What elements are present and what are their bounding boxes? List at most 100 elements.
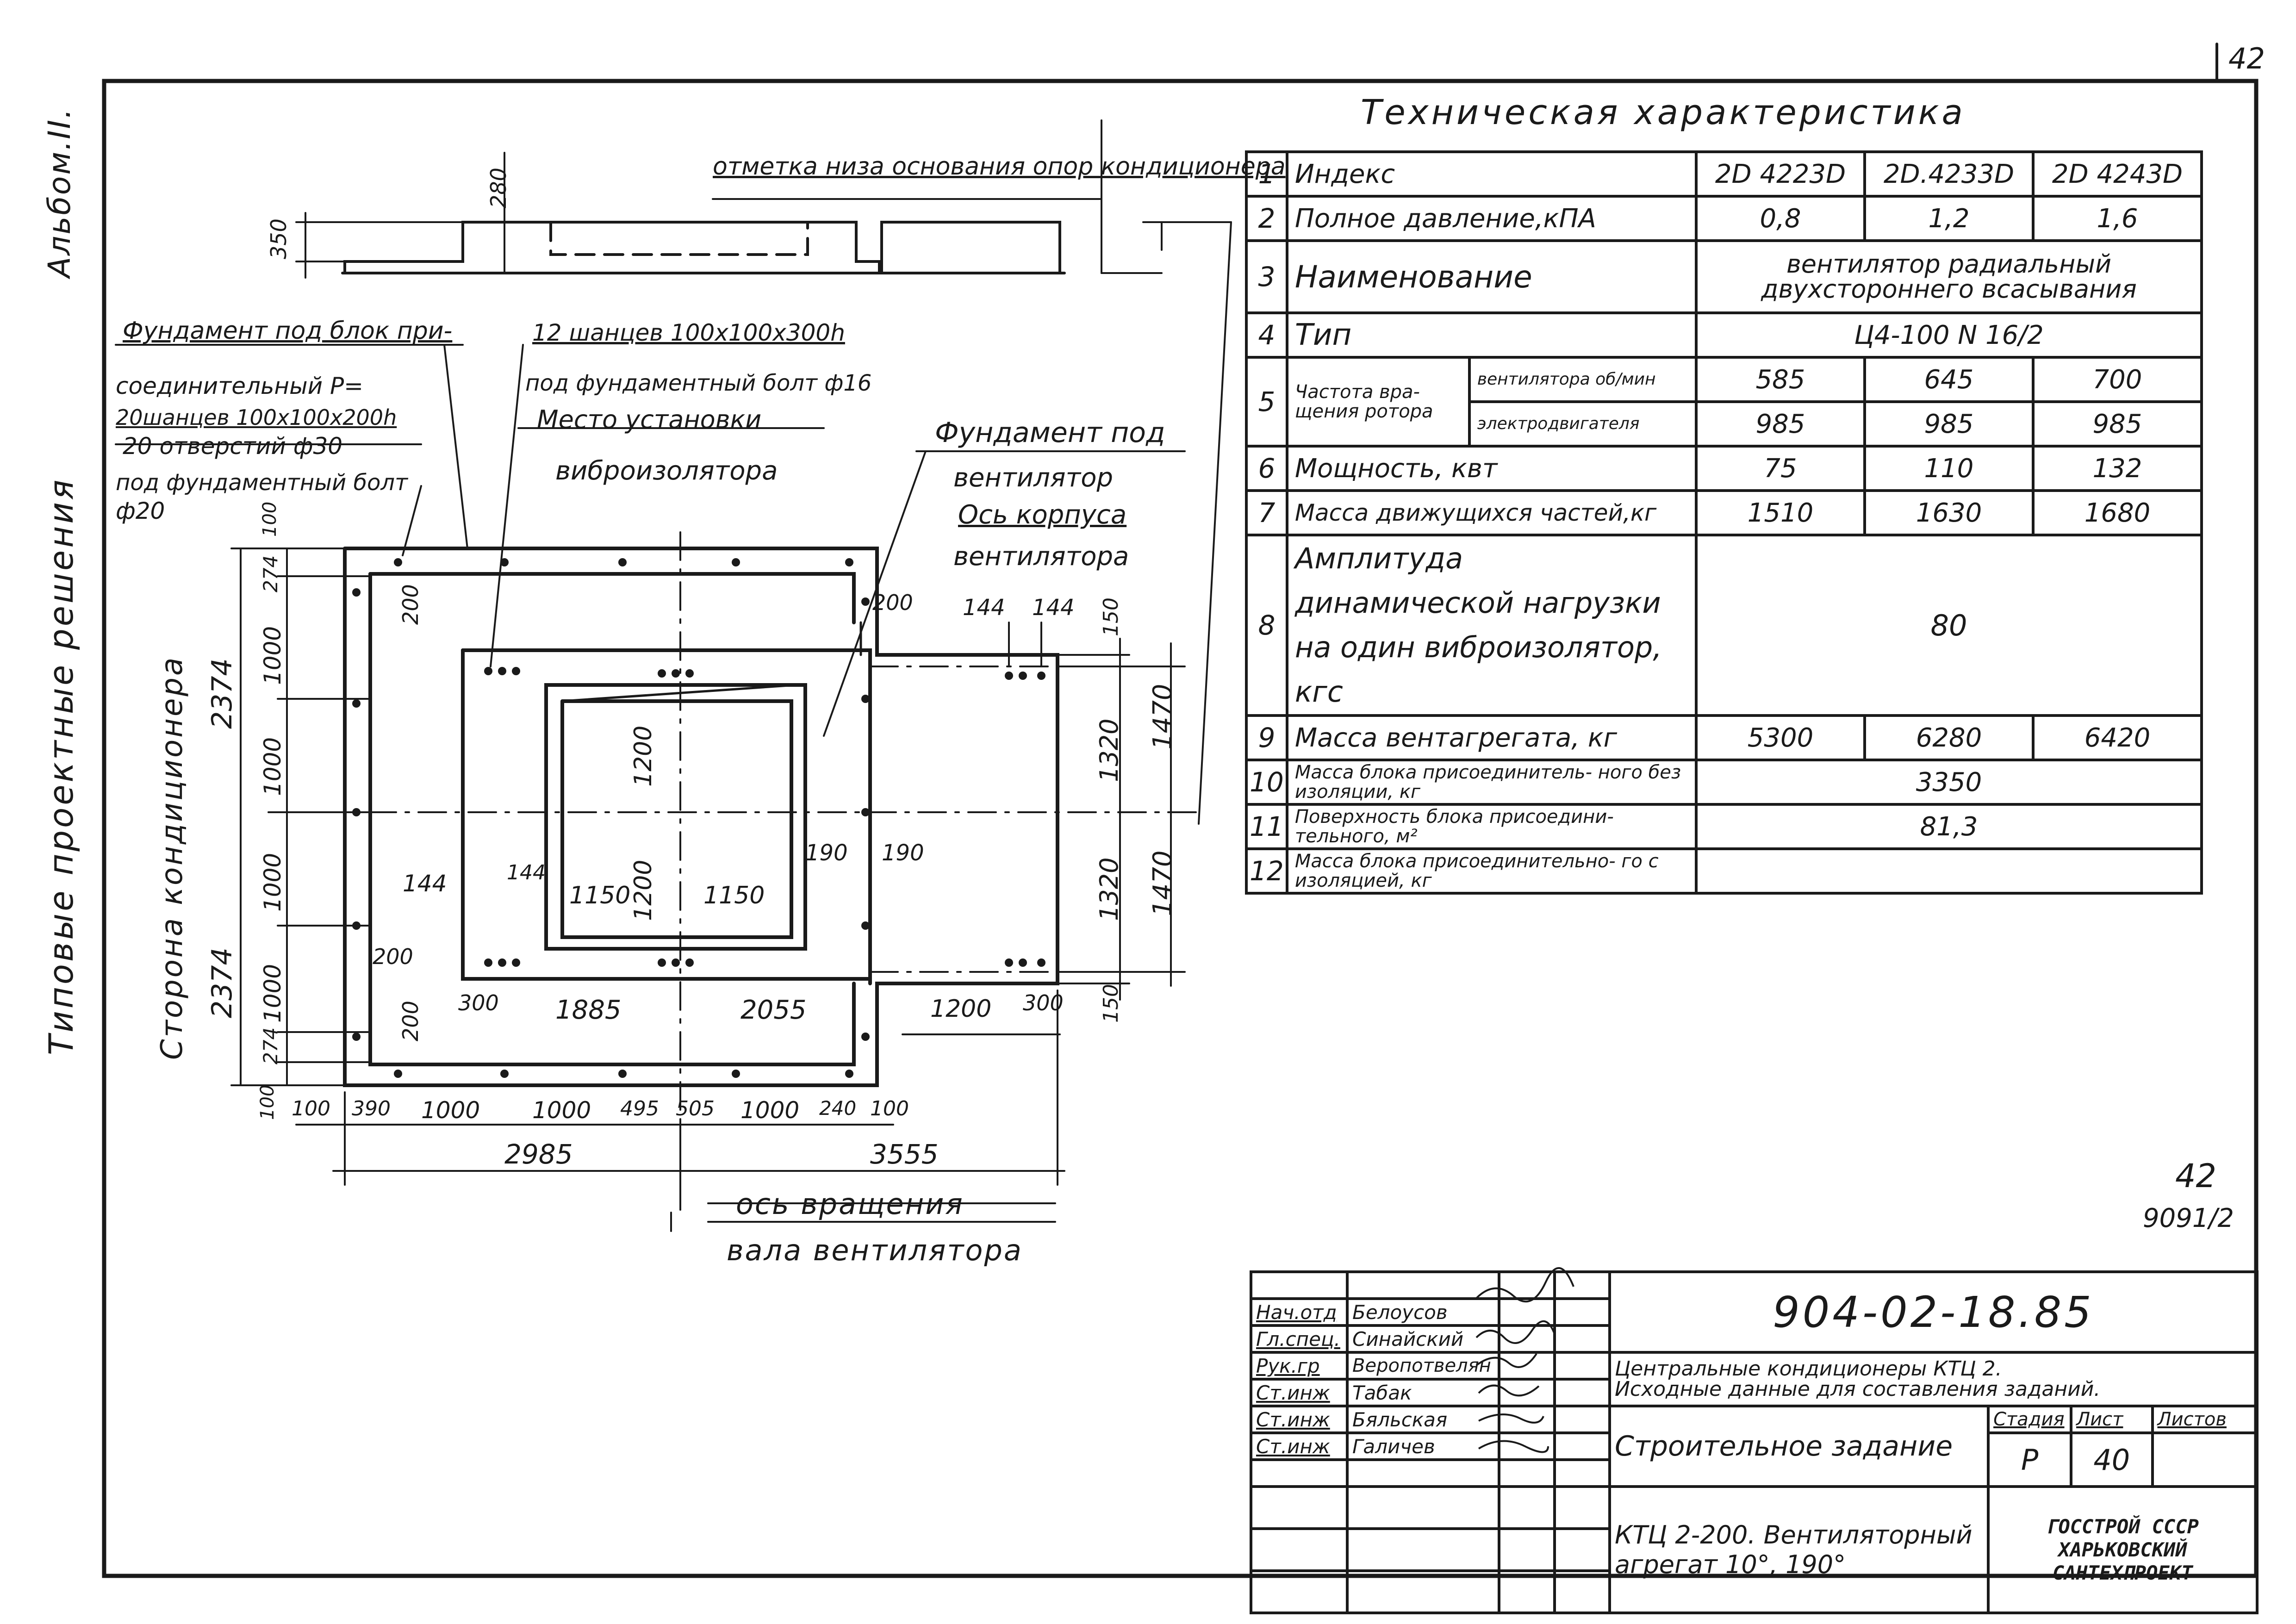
note-fan-found2: вентилятор: [953, 463, 1113, 493]
row-value: 645: [1863, 356, 2035, 403]
person-name: Бяльская: [1346, 1405, 1501, 1434]
person-name: Табак: [1346, 1378, 1501, 1407]
row-name: Наименование: [1285, 239, 1698, 314]
row-name: Масса вентагрегата, кг: [1285, 714, 1698, 761]
series-label: Типовые проектные решения: [42, 477, 81, 1055]
row-num: 8: [1245, 534, 1288, 717]
row-num: 11: [1245, 803, 1288, 850]
dim-in1200b: 1200: [629, 859, 657, 921]
note-rotation2: вала вентилятора: [727, 1233, 1023, 1267]
row-num: 12: [1245, 847, 1288, 895]
row-value: 0,8: [1695, 195, 1866, 242]
row-value: 1510: [1695, 489, 1866, 536]
sheet-ref-code: 9091/2: [2143, 1203, 2234, 1233]
role: Рук.гр: [1249, 1351, 1349, 1381]
row-value: 2D 4243D: [2032, 150, 2203, 198]
row-name: Масса блока присоединитель- ного без изо…: [1285, 759, 1698, 806]
row-name: Полное давление,кПА: [1285, 195, 1698, 242]
row-name: Поверхность блока присоедини- тельного, …: [1285, 803, 1698, 850]
sheet-frame: [102, 79, 2259, 1578]
row-name: Амплитуда динамической нагрузки на один …: [1285, 534, 1698, 717]
row-sublabel: вентилятора об/мин: [1468, 356, 1698, 403]
tech-row: 5 Частота вра- щения ротора вентилятора …: [1245, 356, 2203, 448]
dim-b1000b: 1000: [532, 1097, 591, 1124]
dim-b2985: 2985: [504, 1139, 573, 1170]
dim-top-280: 280: [486, 168, 511, 208]
row-name: Масса блока присоединительно- го с изоля…: [1285, 847, 1698, 895]
note-found-block3: 20шанцев 100х100х200h: [116, 405, 397, 430]
dim-r1470b: 1470: [1148, 850, 1178, 916]
album-label: Альбом.II.: [42, 107, 77, 278]
row-num: 9: [1245, 714, 1288, 761]
tech-row: 1 Индекс 2D 4223D 2D.4233D 2D 4243D: [1245, 150, 2203, 198]
row-value: 2D.4233D: [1863, 150, 2035, 198]
left-dimensions: [230, 548, 371, 1086]
dim-r1320a: 1320: [1095, 718, 1124, 782]
stage-header: Стадия: [1987, 1405, 2073, 1434]
note-fan-found: Фундамент под: [935, 417, 1165, 449]
side-label: Сторона кондиционера: [155, 655, 189, 1060]
dim-in300a: 300: [458, 990, 499, 1015]
note-axis2: вентилятора: [953, 541, 1129, 572]
tech-row: 7 Масса движущихся частей,кг 1510 1630 1…: [1245, 489, 2203, 536]
row-value: 985: [1863, 400, 2035, 448]
leader-lines: [115, 344, 1186, 1223]
row-value: Ц4-100 N 16/2: [1695, 311, 2203, 359]
note-axis: Ось корпуса: [958, 500, 1127, 530]
tech-table: 1 Индекс 2D 4223D 2D.4233D 2D 4243D 2 По…: [1245, 150, 2203, 895]
row-num: 10: [1245, 759, 1288, 806]
row-value: 1,6: [2032, 195, 2203, 242]
note-anchors2: под фундаментный болт ф16: [525, 370, 872, 396]
dim-l274b: 274: [259, 1027, 282, 1064]
row-value: 5300: [1695, 714, 1866, 761]
sheets-header: Листов: [2151, 1405, 2259, 1434]
tech-row: 10 Масса блока присоединитель- ного без …: [1245, 759, 2203, 806]
dim-l1000d: 1000: [259, 964, 286, 1023]
row-num: 1: [1245, 150, 1288, 198]
elevation-view: [295, 119, 1232, 825]
bolt-holes: [352, 558, 1045, 1078]
row-name: Тип: [1285, 311, 1698, 359]
row-value: 6280: [1863, 714, 2035, 761]
dim-l274a: 274: [259, 555, 282, 592]
dim-r1470a: 1470: [1148, 684, 1178, 750]
person-name: Синайский: [1346, 1324, 1501, 1354]
dim-in144d: 144: [1032, 595, 1075, 621]
row-num: 2: [1245, 195, 1288, 242]
row-name: Масса движущихся частей,кг: [1285, 489, 1698, 536]
dim-b100b: 100: [870, 1097, 909, 1120]
person-name: Галичев: [1346, 1431, 1501, 1461]
org-line-2: ХАРЬКОВСКИЙ: [2058, 1538, 2187, 1561]
note-found-block5: под фундаментный болт: [116, 470, 408, 496]
note-found-block: Фундамент под блок при-: [123, 317, 453, 345]
note-found-block6: ф20: [116, 498, 165, 524]
dim-in1200a: 1200: [629, 725, 657, 787]
row-value: 985: [1695, 400, 1866, 448]
row-value: [1695, 847, 2203, 895]
dim-in200c: 200: [373, 944, 413, 969]
tech-row: 11 Поверхность блока присоедини- тельног…: [1245, 803, 2203, 850]
desc-line-1: Центральные кондиционеры КТЦ 2.: [1614, 1357, 2002, 1381]
bottom-dimensions: [295, 989, 1065, 1204]
note-found-block2: соединительный P=: [116, 373, 364, 399]
row-value: вентилятор радиальный двухстороннего вса…: [1695, 239, 2203, 314]
dim-b495: 495: [620, 1097, 659, 1120]
row-value: 1630: [1863, 489, 2035, 536]
tech-row: электродвигателя 985 985 985: [1246, 400, 2203, 448]
person-name: Белоусов: [1346, 1297, 1501, 1327]
row-name: Частота вра- щения ротора: [1285, 356, 1471, 448]
note-rotation: ось вращения: [736, 1187, 964, 1221]
dim-l1000c: 1000: [259, 852, 286, 912]
row-num: 5: [1245, 356, 1288, 448]
row-num: 7: [1245, 489, 1288, 536]
dim-b100a: 100: [292, 1097, 330, 1120]
desc-line-2: Исходные данные для составления заданий.: [1614, 1377, 2101, 1401]
row-name: Индекс: [1285, 150, 1698, 198]
row-num: 3: [1245, 239, 1288, 314]
dim-r150b: 150: [1099, 984, 1123, 1023]
note-found-block4: 20 отверстий ф30: [123, 433, 343, 460]
dim-b1000a: 1000: [421, 1097, 480, 1124]
dim-in1885: 1885: [555, 995, 622, 1025]
